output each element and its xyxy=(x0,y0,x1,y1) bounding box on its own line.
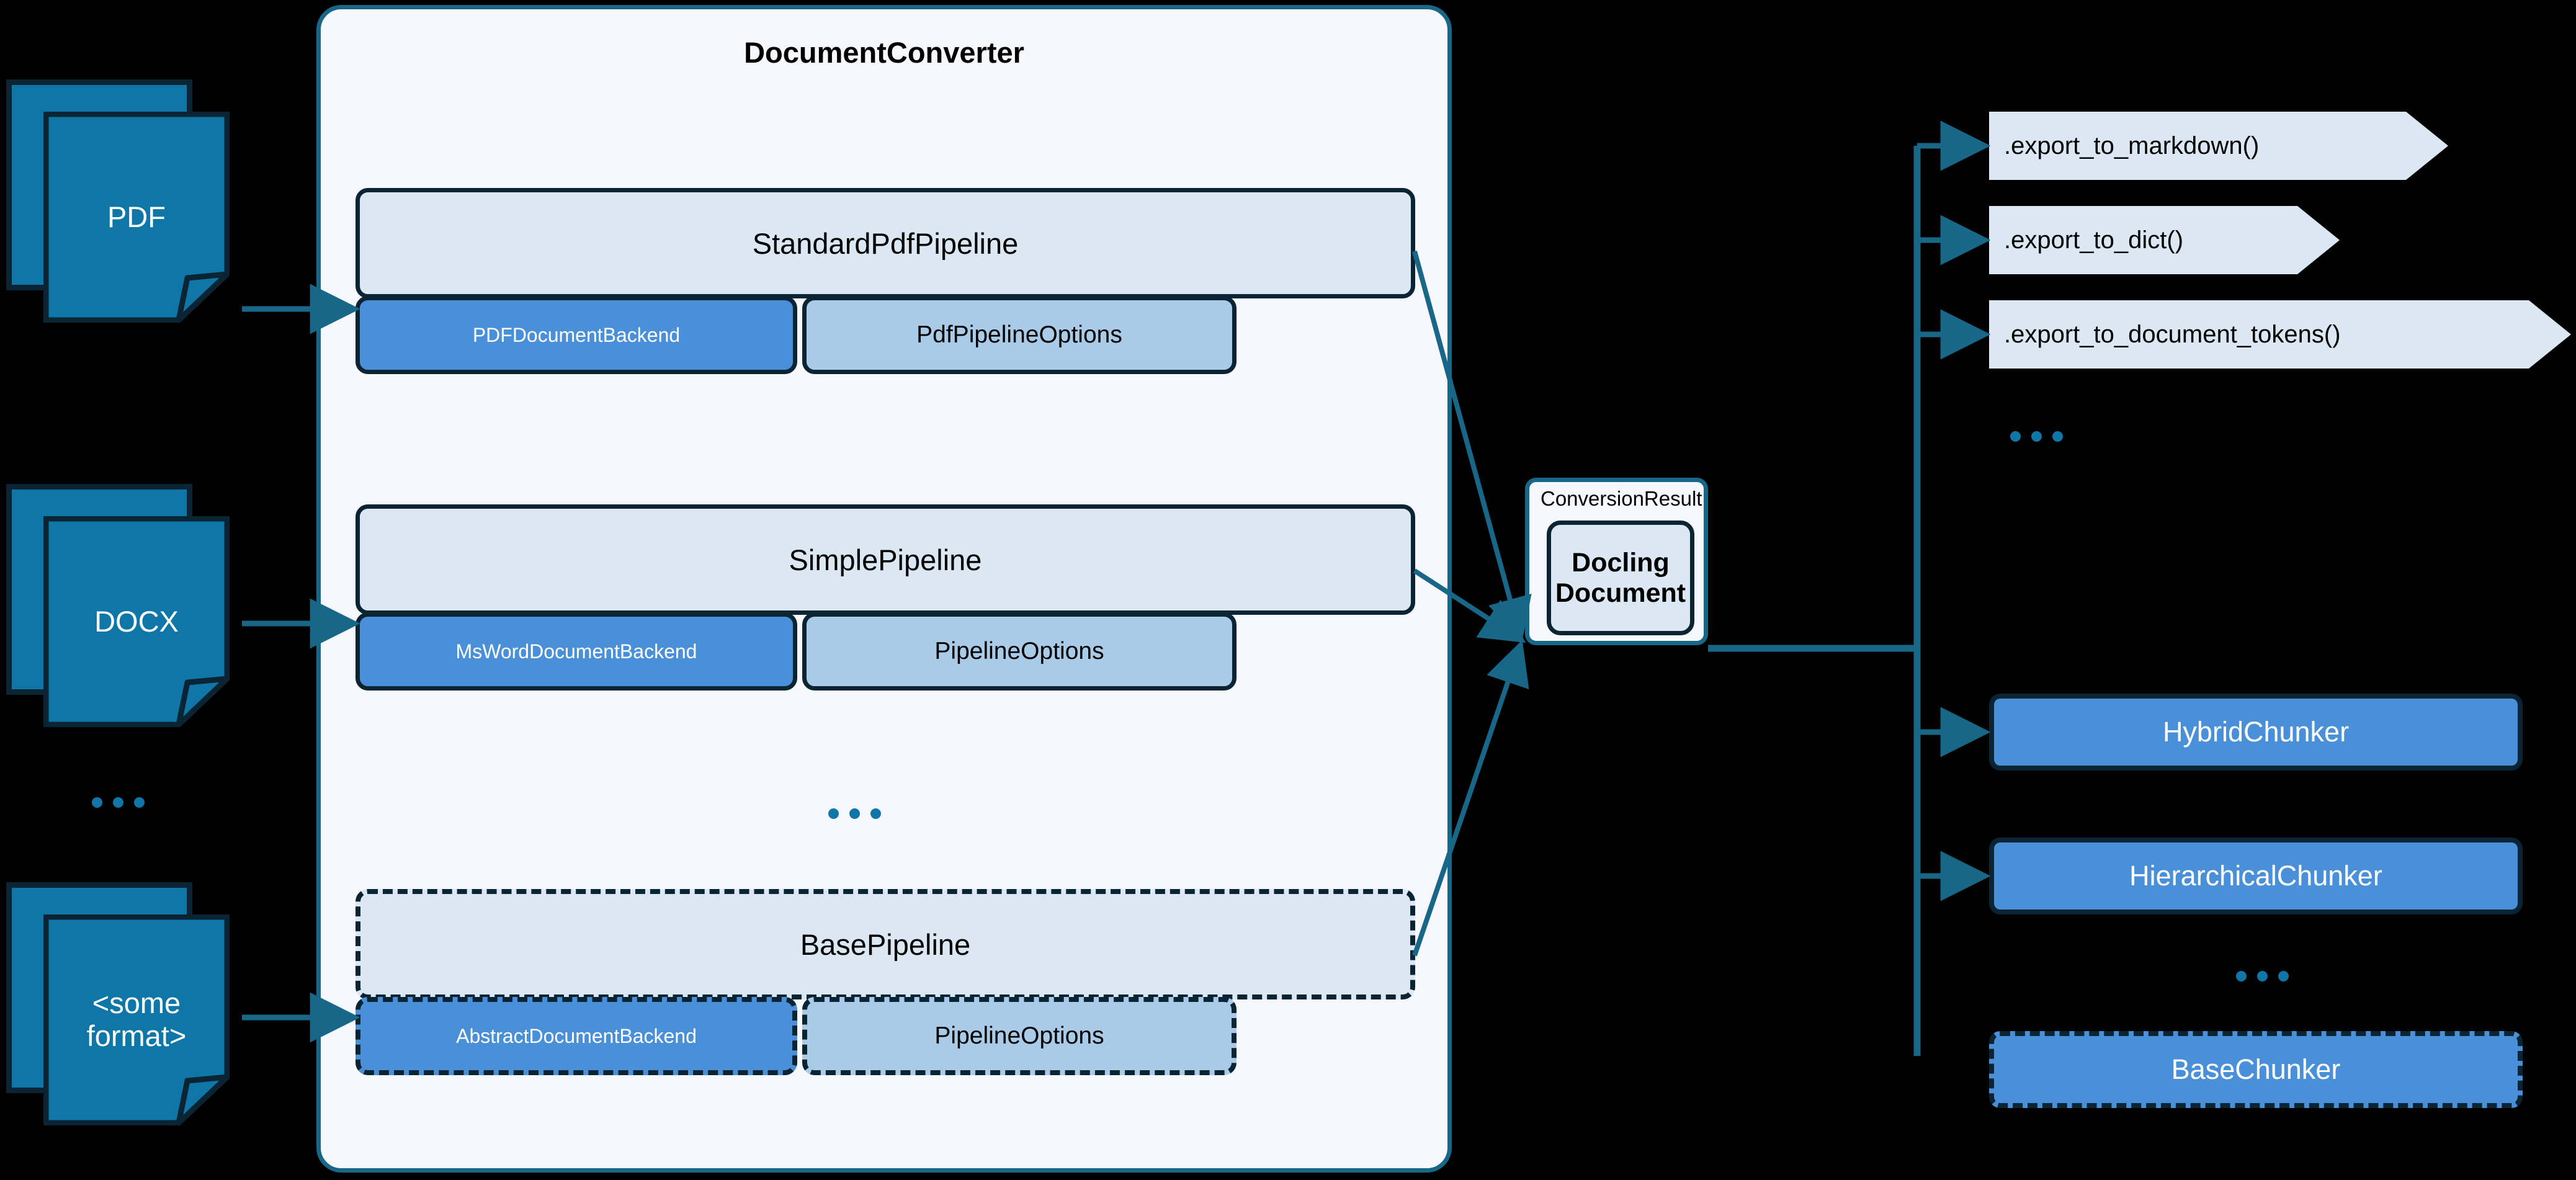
dot xyxy=(2257,971,2268,981)
pipeline-name: SimplePipeline xyxy=(789,543,982,576)
backend-box-msworddocumentbackend[interactable]: MsWordDocumentBackend xyxy=(356,612,797,691)
dot xyxy=(2236,971,2247,981)
document-front-sheet xyxy=(43,914,230,1125)
input-document-docx: DOCX xyxy=(6,484,242,732)
dot xyxy=(2052,431,2063,442)
export-chevron-markdown[interactable]: .export_to_markdown() xyxy=(1989,112,2448,180)
pipeline-ellipsis xyxy=(828,808,881,819)
pipeline-group-standard-pdf: StandardPdfPipeline PDFDocumentBackend P… xyxy=(356,188,1415,374)
document-converter-container: DocumentConverter StandardPdfPipeline PD… xyxy=(316,5,1452,1173)
chunker-box-hybrid[interactable]: HybridChunker xyxy=(1989,694,2523,771)
docling-document-box[interactable]: Docling Document xyxy=(1547,521,1694,635)
pipeline-name: StandardPdfPipeline xyxy=(752,226,1019,260)
export-chevron-dict[interactable]: .export_to_dict() xyxy=(1989,206,2340,274)
conversion-result-label: ConversionResult xyxy=(1541,487,1702,510)
pipeline-group-simple: SimplePipeline MsWordDocumentBackend Pip… xyxy=(356,504,1415,691)
options-box-pipelineoptions-base[interactable]: PipelineOptions xyxy=(802,997,1237,1075)
pipeline-row: AbstractDocumentBackend PipelineOptions xyxy=(356,997,1415,1075)
conversion-result-box: ConversionResult Docling Document xyxy=(1525,478,1708,645)
docling-document-line1: Docling xyxy=(1572,548,1670,578)
document-front-sheet xyxy=(43,516,230,727)
input-label-docx: DOCX xyxy=(94,604,179,638)
dot xyxy=(2278,971,2289,981)
chunker-ellipsis xyxy=(2236,971,2289,981)
input-label-pdf: PDF xyxy=(107,200,166,233)
dot xyxy=(134,797,145,808)
document-front-sheet xyxy=(43,112,230,323)
dot xyxy=(2010,431,2021,442)
options-box-pdfpipelineoptions[interactable]: PdfPipelineOptions xyxy=(802,296,1237,374)
pipeline-row: MsWordDocumentBackend PipelineOptions xyxy=(356,612,1415,691)
chunker-box-hierarchical[interactable]: HierarchicalChunker xyxy=(1989,838,2523,914)
pipeline-row: PDFDocumentBackend PdfPipelineOptions xyxy=(356,296,1415,374)
input-label-line1: <some xyxy=(92,986,181,1020)
input-document-pdf: PDF xyxy=(6,79,242,328)
dot xyxy=(828,808,839,819)
export-chevron-document-tokens[interactable]: .export_to_document_tokens() xyxy=(1989,300,2571,369)
pipeline-group-base: BasePipeline AbstractDocumentBackend Pip… xyxy=(356,889,1415,1075)
input-document-other-format: <some format> xyxy=(6,882,242,1130)
input-label-other-format: <some format> xyxy=(43,914,230,1125)
dot xyxy=(2031,431,2042,442)
pipeline-header-simple[interactable]: SimplePipeline xyxy=(356,504,1415,615)
pipeline-name: BasePipeline xyxy=(800,927,971,961)
input-label-line2: format> xyxy=(86,1019,187,1052)
page-title: DocumentConverter xyxy=(744,36,1024,69)
options-box-pipelineoptions[interactable]: PipelineOptions xyxy=(802,612,1237,691)
dot xyxy=(849,808,860,819)
backend-box-abstractdocumentbackend[interactable]: AbstractDocumentBackend xyxy=(356,997,797,1075)
input-ellipsis xyxy=(92,797,145,808)
pipeline-header-standard-pdf[interactable]: StandardPdfPipeline xyxy=(356,188,1415,298)
docling-document-line2: Document xyxy=(1555,578,1686,608)
pipeline-header-base[interactable]: BasePipeline xyxy=(356,889,1415,999)
dot xyxy=(92,797,102,808)
export-ellipsis xyxy=(2010,431,2063,442)
dot xyxy=(870,808,881,819)
dot xyxy=(113,797,123,808)
backend-box-pdfdocumentbackend[interactable]: PDFDocumentBackend xyxy=(356,296,797,374)
chunker-box-base[interactable]: BaseChunker xyxy=(1989,1031,2523,1108)
